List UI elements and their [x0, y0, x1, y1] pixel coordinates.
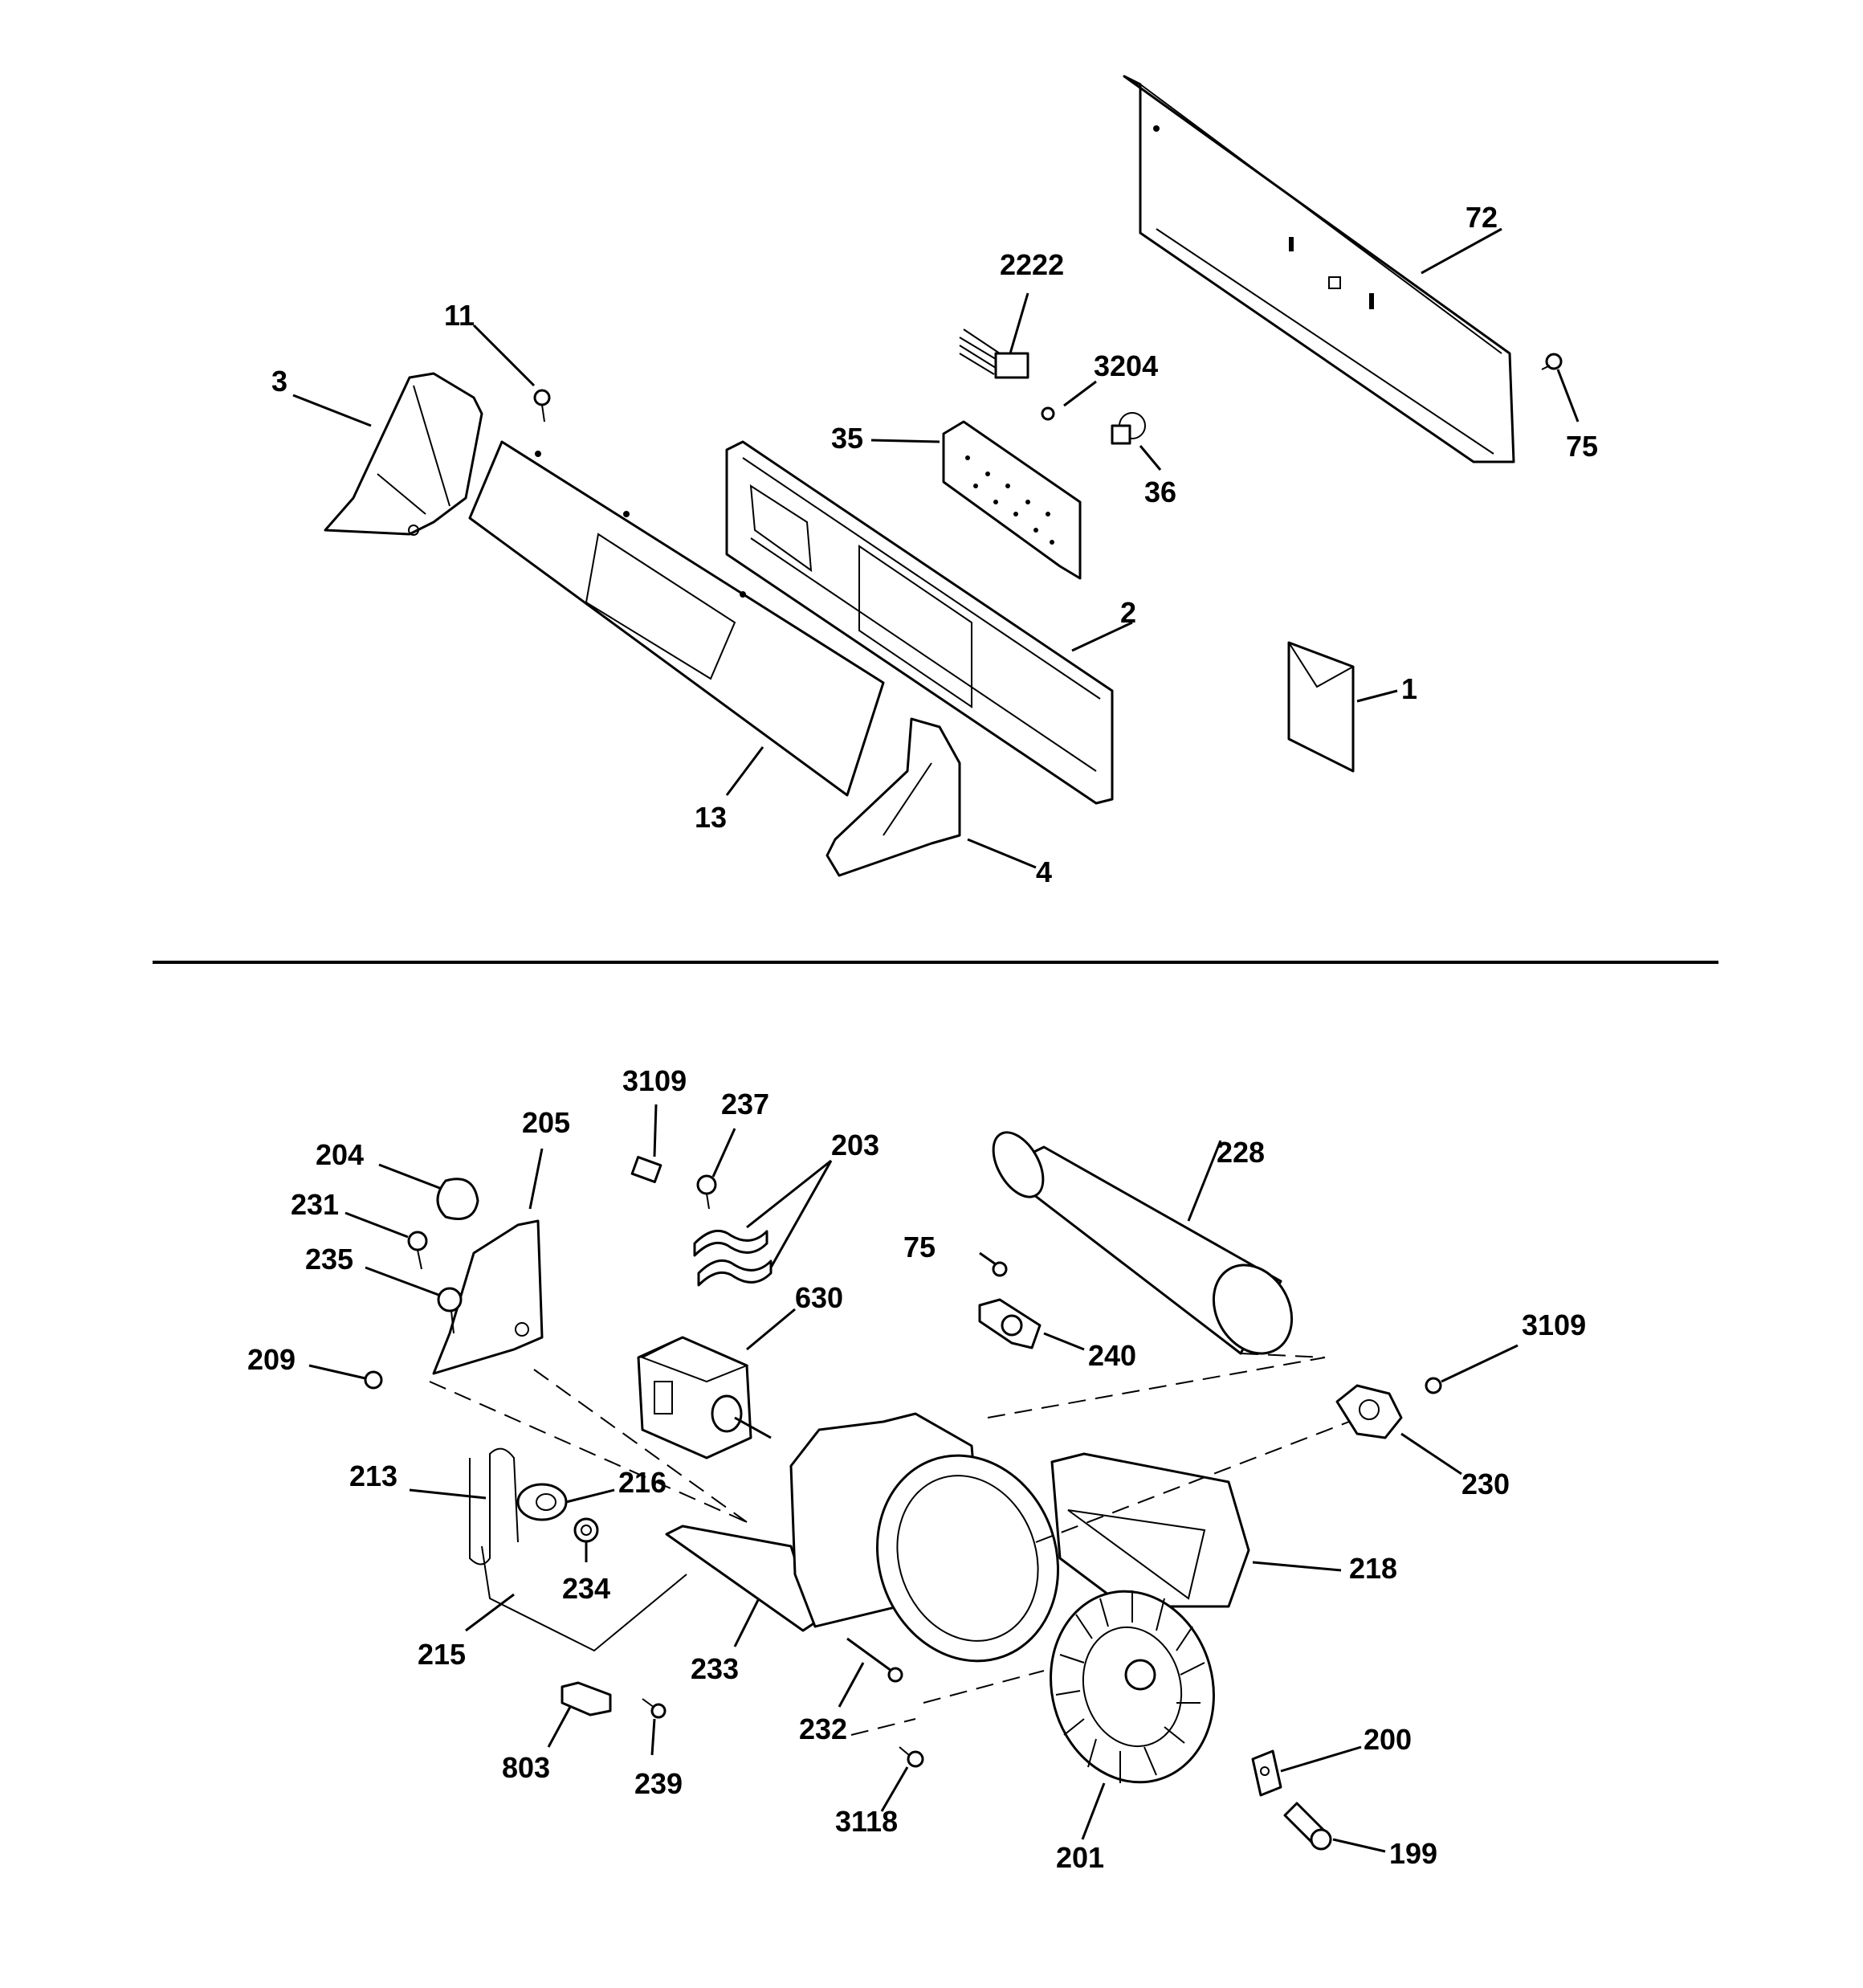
label-3109-upper: 3109 [622, 1064, 687, 1097]
part-205-bracket [432, 1219, 544, 1375]
label-75: 75 [1566, 430, 1598, 463]
part-4-end-cap [826, 717, 961, 877]
part-199-bolt [1283, 1802, 1332, 1851]
label-228: 228 [1217, 1136, 1265, 1169]
label-3: 3 [271, 365, 287, 398]
label-239: 239 [634, 1767, 683, 1800]
part-2222-wire-harness [959, 329, 1029, 379]
part-3-end-cap [324, 372, 483, 536]
label-218: 218 [1349, 1552, 1397, 1585]
label-35: 35 [831, 422, 863, 455]
label-2: 2 [1120, 596, 1136, 629]
part-11-screw [533, 389, 551, 423]
label-13: 13 [695, 801, 727, 834]
label-201: 201 [1056, 1841, 1104, 1874]
part-231-screw [407, 1231, 428, 1270]
label-237: 237 [721, 1088, 769, 1121]
label-235: 235 [305, 1243, 353, 1276]
part-35-control-board [942, 420, 1082, 580]
part-203-clips [693, 1229, 773, 1287]
label-200: 200 [1364, 1723, 1412, 1756]
label-231: 231 [291, 1188, 339, 1221]
label-4: 4 [1036, 855, 1052, 888]
label-213: 213 [349, 1459, 397, 1492]
label-234: 234 [562, 1572, 610, 1605]
label-215: 215 [418, 1638, 466, 1671]
part-234-bushing [573, 1517, 599, 1543]
part-232-bolt [846, 1637, 903, 1683]
part-630-timer [637, 1336, 772, 1459]
upper-leader-lines [292, 227, 1580, 869]
part-200-bracket [1251, 1749, 1282, 1797]
label-3109-right: 3109 [1522, 1308, 1586, 1341]
part-1-manual [1287, 641, 1355, 773]
label-72: 72 [1466, 201, 1498, 234]
part-13-control-panel [468, 440, 885, 797]
label-203: 203 [831, 1129, 879, 1161]
part-209-nut [364, 1370, 383, 1390]
lower-leader-lines [308, 1104, 1519, 1853]
label-803: 803 [502, 1751, 550, 1784]
label-3204: 3204 [1094, 349, 1158, 382]
assembly-guide-lines [429, 1353, 1350, 1736]
label-75-lower: 75 [903, 1231, 936, 1263]
part-2-control-panel-frame [725, 440, 1114, 805]
part-216-pulley [516, 1483, 568, 1521]
lower-parts-group: 3109 237 203 205 204 231 235 209 630 228… [247, 1064, 1586, 1874]
part-36-clip [1111, 412, 1146, 445]
label-36: 36 [1144, 476, 1176, 508]
part-72-rear-panel [1123, 75, 1515, 463]
label-11: 11 [444, 299, 475, 332]
label-230: 230 [1461, 1468, 1510, 1500]
upper-parts-group: 2222 72 75 3204 36 35 2 1 11 3 13 4 [271, 75, 1598, 888]
part-3109-screw [630, 1156, 662, 1183]
part-204-clamp [436, 1178, 479, 1220]
label-233: 233 [691, 1652, 739, 1685]
part-201-blower-wheel [1050, 1590, 1215, 1784]
part-3118-screw [899, 1746, 924, 1768]
part-803-switch [561, 1681, 612, 1717]
part-215-rod [481, 1545, 687, 1652]
label-240: 240 [1088, 1339, 1136, 1372]
part-75-screw [1541, 353, 1563, 370]
part-240-thermostat [978, 1298, 1042, 1349]
label-2222: 2222 [1000, 248, 1064, 281]
part-218-blower-housing [789, 1412, 1250, 1663]
label-216: 216 [618, 1466, 667, 1499]
part-228-duct [992, 1131, 1294, 1355]
part-237-screw [696, 1174, 717, 1210]
label-199: 199 [1389, 1837, 1437, 1870]
label-1: 1 [1401, 672, 1417, 705]
label-630: 630 [795, 1281, 843, 1314]
label-3118: 3118 [835, 1805, 898, 1838]
part-239-screw [642, 1698, 667, 1719]
label-205: 205 [522, 1106, 570, 1139]
part-213-heater-element [469, 1447, 519, 1565]
part-75-screw-lower [992, 1261, 1008, 1277]
part-230-thermostat [1335, 1384, 1403, 1439]
part-3204-screw [1041, 406, 1055, 421]
label-209: 209 [247, 1343, 296, 1376]
label-204: 204 [316, 1138, 364, 1171]
label-232: 232 [799, 1712, 847, 1745]
part-3109-screw-right [1425, 1377, 1442, 1394]
part-235-screw [437, 1287, 463, 1334]
